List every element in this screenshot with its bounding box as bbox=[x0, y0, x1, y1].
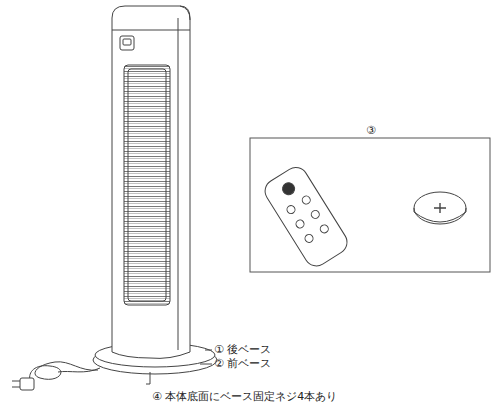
part-label: ① 後ベース bbox=[214, 343, 271, 356]
part-label: ② 前ベース bbox=[214, 357, 271, 370]
part-label: ④ 本体底面にベース固定ネジ4本あり bbox=[152, 390, 337, 403]
callout-number: ③ bbox=[366, 124, 376, 137]
